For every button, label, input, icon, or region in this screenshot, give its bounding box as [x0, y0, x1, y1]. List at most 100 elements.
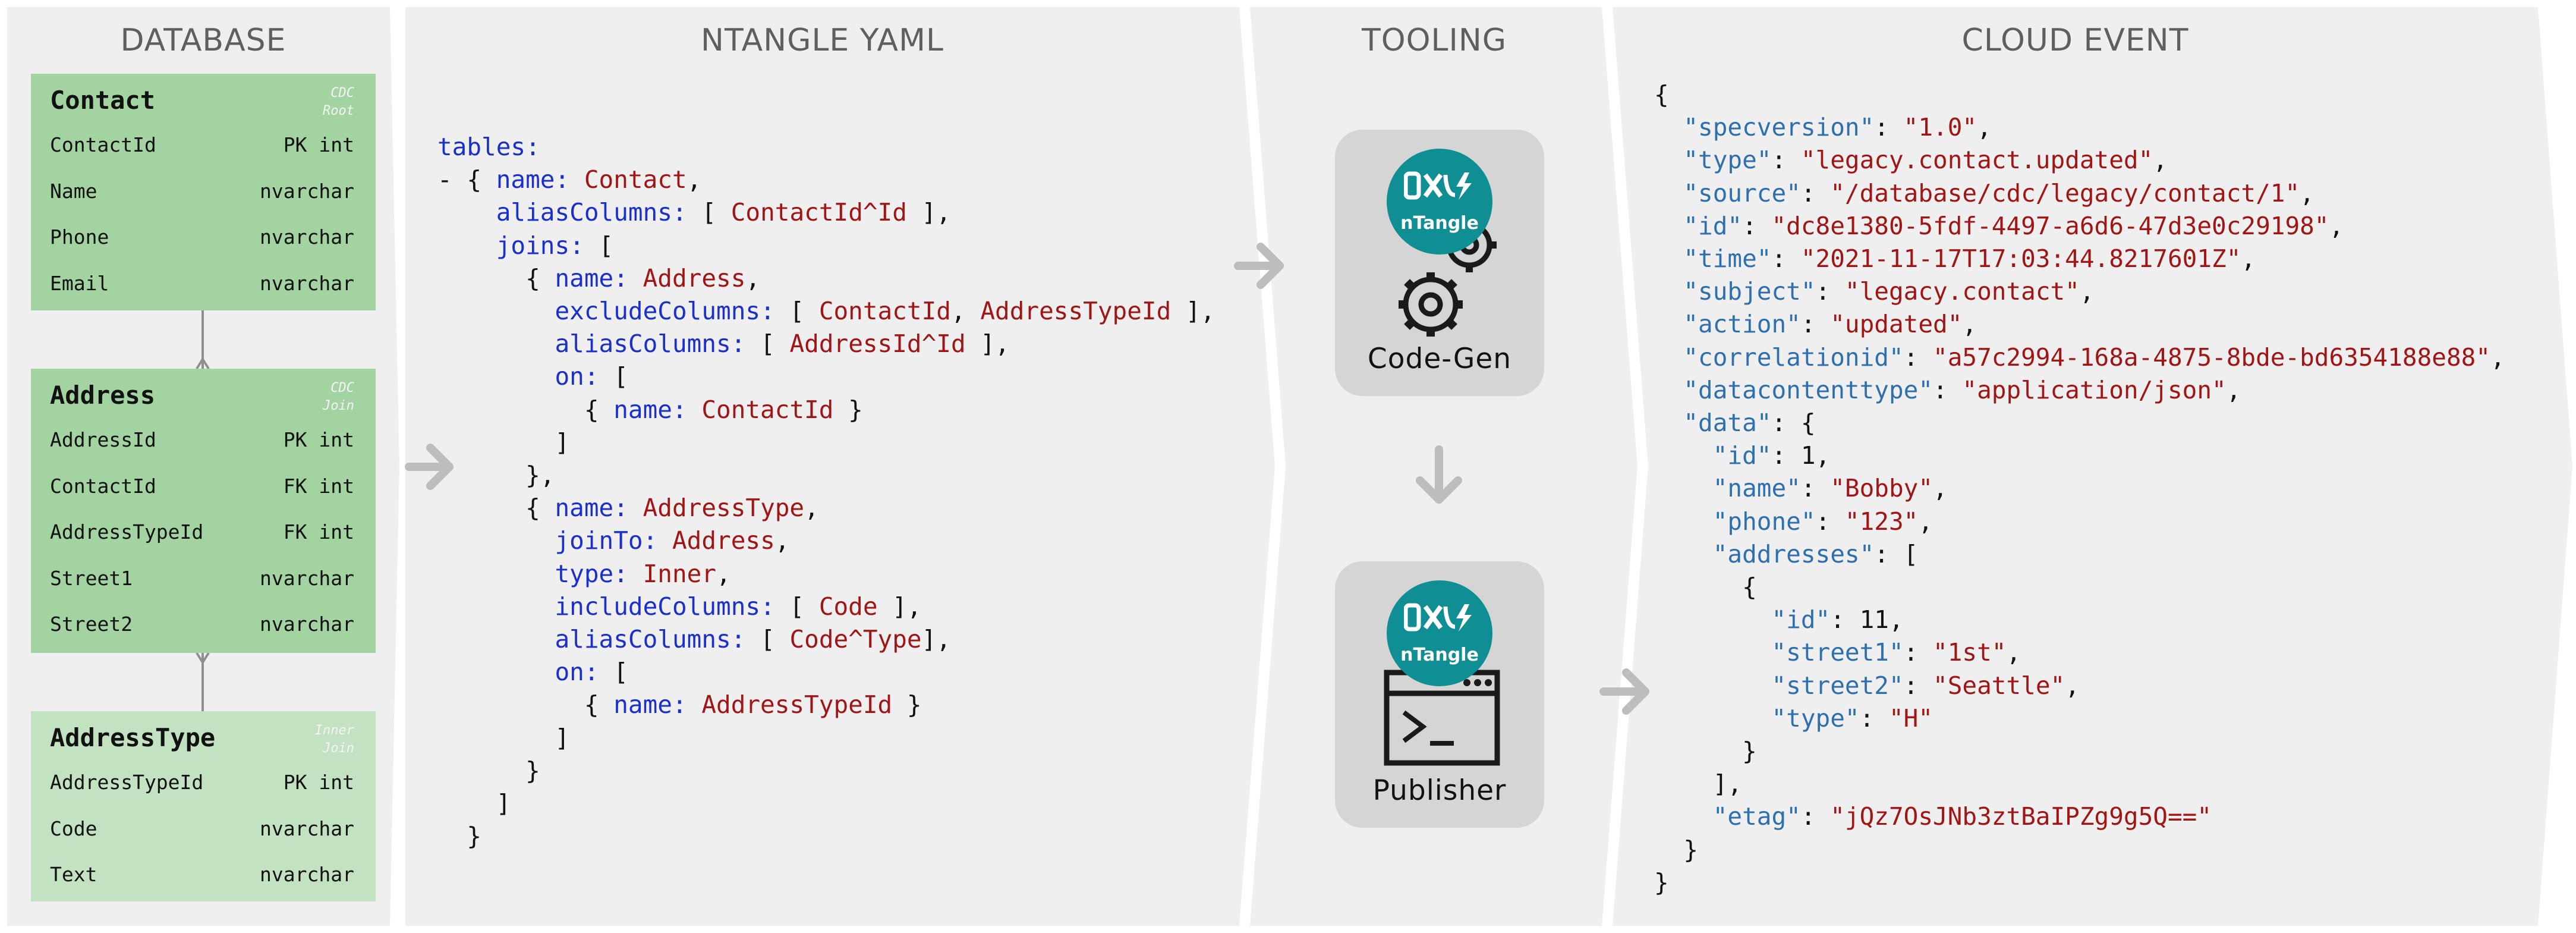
- yaml-line: on: [: [437, 656, 1215, 689]
- code-token: }: [1654, 737, 1757, 766]
- code-token: "a57c2994-168a-4875-8bde-bd6354188e88": [1933, 343, 2491, 372]
- code-token: "id": [1683, 211, 1743, 240]
- column-name: Name: [50, 179, 97, 203]
- yaml-line: { name: Address,: [437, 262, 1215, 295]
- code-token: AddressTypeId: [980, 297, 1172, 326]
- code-token: "legacy.contact": [1844, 277, 2080, 306]
- code-token: Code^Type: [789, 625, 922, 654]
- code-token: {: [437, 263, 555, 293]
- code-token: type:: [555, 559, 628, 588]
- code-token: ]: [437, 789, 511, 818]
- yaml-line: type: Inner,: [437, 558, 1215, 590]
- json-line: "type": "H": [1654, 702, 2505, 735]
- column-type: FK int: [283, 474, 354, 498]
- code-token: "123": [1844, 507, 1919, 536]
- code-token: on:: [555, 658, 599, 687]
- json-line: "phone": "123",: [1654, 505, 2505, 538]
- code-token: tables:: [437, 133, 540, 161]
- code-token: [437, 329, 555, 358]
- code-token: [1654, 146, 1683, 174]
- code-token: {: [1654, 573, 1757, 602]
- code-token: [1654, 605, 1771, 634]
- yaml-line: ]: [437, 426, 1215, 459]
- ntangle-logo-icon: nTangle: [1387, 149, 1492, 255]
- json-line: "id": 11,: [1654, 604, 2505, 636]
- json-line: "id": "dc8e1380-5fdf-4497-a6d6-47d3e0c29…: [1654, 210, 2505, 243]
- json-line: }: [1654, 834, 2505, 866]
- tag-line: Join: [323, 741, 354, 756]
- code-token: [1654, 441, 1713, 470]
- yaml-line: }: [437, 755, 1215, 787]
- json-line: "correlationid": "a57c2994-168a-4875-8bd…: [1654, 341, 2505, 374]
- yaml-line: on: [: [437, 360, 1215, 393]
- code-token: [: [745, 329, 790, 359]
- badge-text: nTangle: [1400, 213, 1479, 234]
- code-token: - {: [437, 165, 496, 194]
- table-tag: CDC Join: [259, 379, 354, 415]
- code-token: :: [1815, 277, 1845, 306]
- code-token: "legacy.contact.updated": [1800, 146, 2153, 175]
- code-token: name:: [613, 690, 687, 720]
- code-token: [1654, 540, 1713, 568]
- code-token: ],: [877, 592, 922, 621]
- code-token: aliasColumns:: [555, 329, 746, 359]
- code-token: [: [599, 362, 628, 391]
- code-token: [437, 297, 555, 325]
- tag-line: CDC: [330, 86, 354, 100]
- code-token: :: [1903, 638, 1933, 667]
- code-token: :: [1903, 671, 1933, 700]
- code-token: ,: [1962, 310, 1977, 339]
- code-token: Inner: [628, 559, 717, 588]
- code-token: [1654, 474, 1713, 502]
- json-line: "street2": "Seattle",: [1654, 670, 2505, 702]
- code-token: ,: [2079, 277, 2095, 306]
- code-token: :: [1800, 310, 1831, 339]
- code-token: [: [774, 592, 819, 621]
- column-type: nvarchar: [260, 612, 354, 636]
- code-token: "application/json": [1962, 375, 2227, 404]
- code-token: "street1": [1771, 638, 1904, 667]
- table-name: Contact: [50, 86, 156, 115]
- json-line: }: [1654, 866, 2505, 899]
- code-token: [1654, 638, 1771, 667]
- json-line: }: [1654, 735, 2505, 768]
- column-type: nvarchar: [260, 863, 354, 886]
- code-token: name:: [555, 263, 628, 293]
- code-token: [437, 231, 496, 260]
- code-token: AddressId^Id: [789, 329, 966, 359]
- code-token: ,: [774, 526, 790, 555]
- codegen-card: Code-Gen: [1335, 130, 1544, 396]
- code-token: ,: [686, 165, 702, 194]
- table-header: AddressType Inner Join: [31, 711, 376, 759]
- code-token: "street2": [1771, 671, 1904, 700]
- code-token: "correlationid": [1683, 343, 1904, 372]
- table-header: Contact CDC Root: [31, 74, 376, 121]
- code-token: [437, 592, 555, 621]
- publisher-label: Publisher: [1372, 774, 1507, 807]
- code-token: {: [437, 690, 614, 720]
- code-token: ,: [2241, 244, 2256, 274]
- code-token: "updated": [1830, 310, 1963, 339]
- code-token: [437, 625, 555, 654]
- code-token: [: [686, 198, 731, 227]
- code-token: ,: [2329, 211, 2344, 240]
- code-token: "dc8e1380-5fdf-4497-a6d6-47d3e0c29198": [1771, 211, 2329, 240]
- code-token: [1654, 376, 1683, 404]
- column-header-database: DATABASE: [120, 23, 286, 58]
- code-token: :: [1800, 802, 1831, 831]
- code-token: [1654, 507, 1713, 536]
- code-token: [1654, 179, 1683, 208]
- code-token: joinTo:: [555, 526, 658, 555]
- column-name: Email: [50, 271, 109, 295]
- code-token: "jQz7OsJNb3ztBaIPZg9g5Q==": [1830, 802, 2212, 831]
- json-line: "source": "/database/cdc/legacy/contact/…: [1654, 177, 2505, 210]
- column-header-cloud-event: CLOUD EVENT: [1961, 23, 2189, 58]
